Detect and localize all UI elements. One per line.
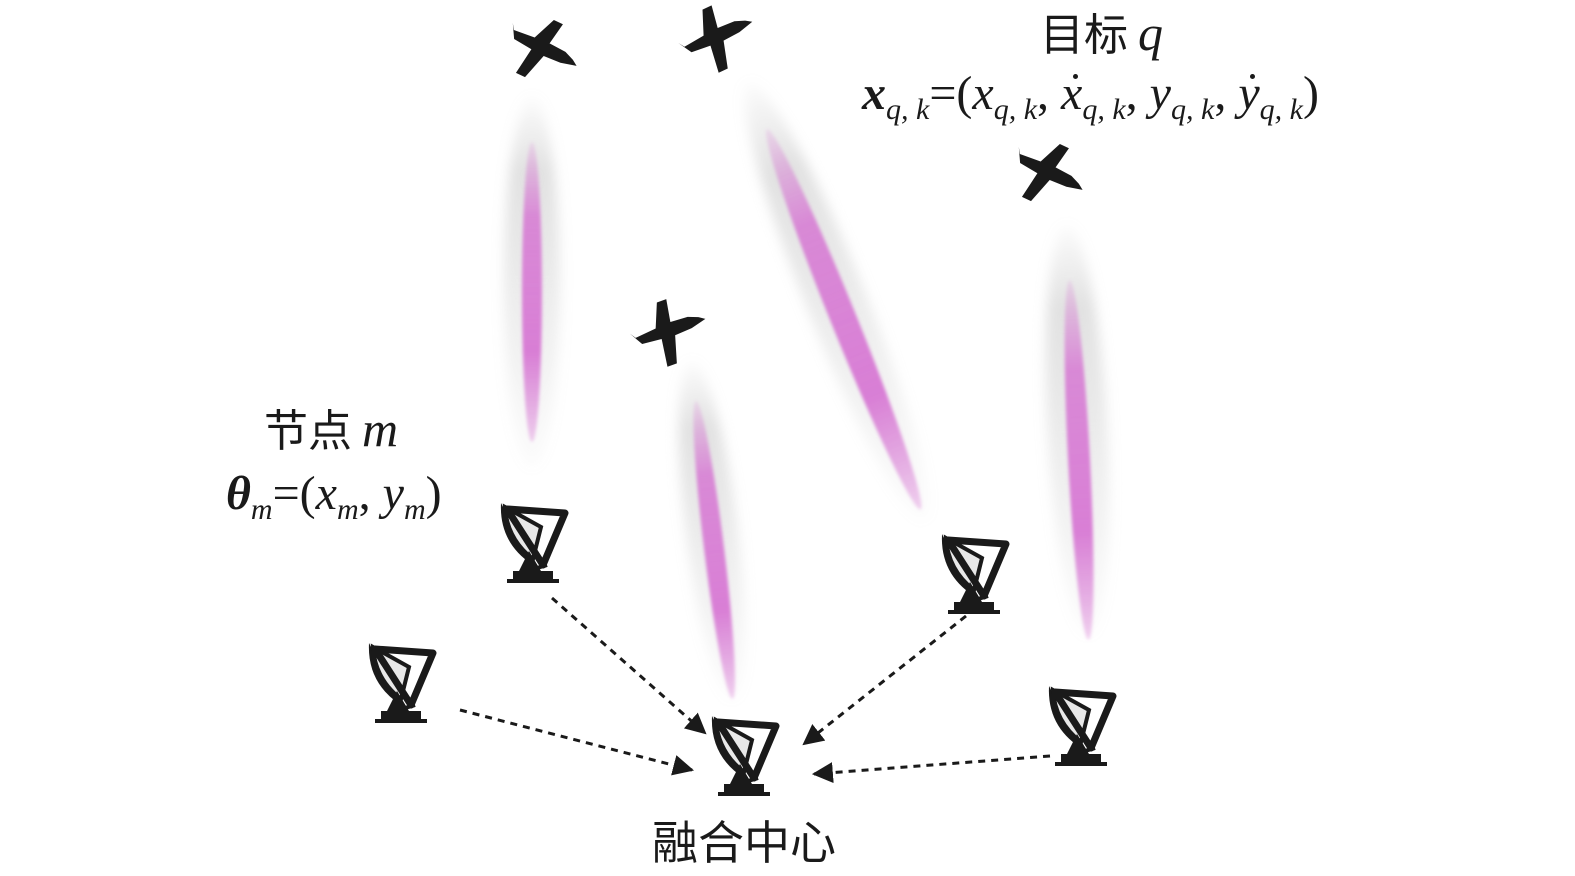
- target-velocity-y: y: [1238, 67, 1260, 120]
- target-velocity-x: x: [1061, 67, 1083, 120]
- target-label-var: q: [1138, 5, 1163, 61]
- target-position-y-subscript: q, k: [1170, 93, 1215, 126]
- beam-4: [1045, 225, 1110, 640]
- target-state-equation: xq, k=(xq, k, xq, k, yq, k, yq, k): [862, 67, 1319, 126]
- beam-1: [504, 97, 560, 467]
- link-arrow: [551, 596, 707, 735]
- radar-dish-icon: [942, 534, 1006, 614]
- aircraft-icon: [494, 4, 591, 95]
- radar-dish-icon: [501, 503, 565, 583]
- link-arrows: [459, 596, 1051, 784]
- link-arrow: [811, 754, 1051, 784]
- node-position-y: y: [382, 467, 404, 520]
- aircraft-icon: [669, 0, 766, 83]
- target-velocity-y-subscript: q, k: [1259, 93, 1303, 126]
- radar-dish-icon: [369, 643, 433, 723]
- aircraft-icon: [623, 288, 717, 375]
- target-velocity-x-subscript: q, k: [1082, 93, 1126, 126]
- target-position-x: x: [972, 67, 994, 120]
- radar-dish-icon: [712, 716, 776, 796]
- node-close-paren: ): [425, 467, 442, 520]
- node-position-y-subscript: m: [403, 493, 426, 526]
- node-equals-paren: =(: [272, 467, 316, 520]
- node-position-x-subscript: m: [336, 493, 359, 526]
- aircraft-icon: [1000, 128, 1097, 219]
- fusion-center-label: 融合中心: [652, 816, 836, 870]
- node-state-equation: θm=(xm, ym): [226, 467, 442, 526]
- node-label-text: 节点: [264, 406, 352, 457]
- node-position-x: x: [315, 467, 337, 520]
- target-equals-paren: =(: [929, 67, 973, 120]
- link-arrow: [802, 614, 967, 746]
- radar-dish-icon: [1049, 686, 1113, 766]
- node-state-subscript: m: [250, 493, 273, 526]
- target-position-y: y: [1149, 67, 1171, 120]
- target-position-x-subscript: q, k: [993, 93, 1038, 126]
- beam-2: [743, 82, 929, 519]
- target-label-text: 目标: [1040, 10, 1128, 61]
- link-arrow: [459, 708, 695, 776]
- target-state-subscript: q, k: [886, 93, 930, 126]
- target-close-paren: ): [1302, 67, 1319, 120]
- node-state-symbol: θ: [226, 467, 251, 520]
- target-state-symbol: x: [862, 67, 886, 120]
- beam-3: [678, 361, 745, 699]
- node-label-var: m: [362, 401, 399, 457]
